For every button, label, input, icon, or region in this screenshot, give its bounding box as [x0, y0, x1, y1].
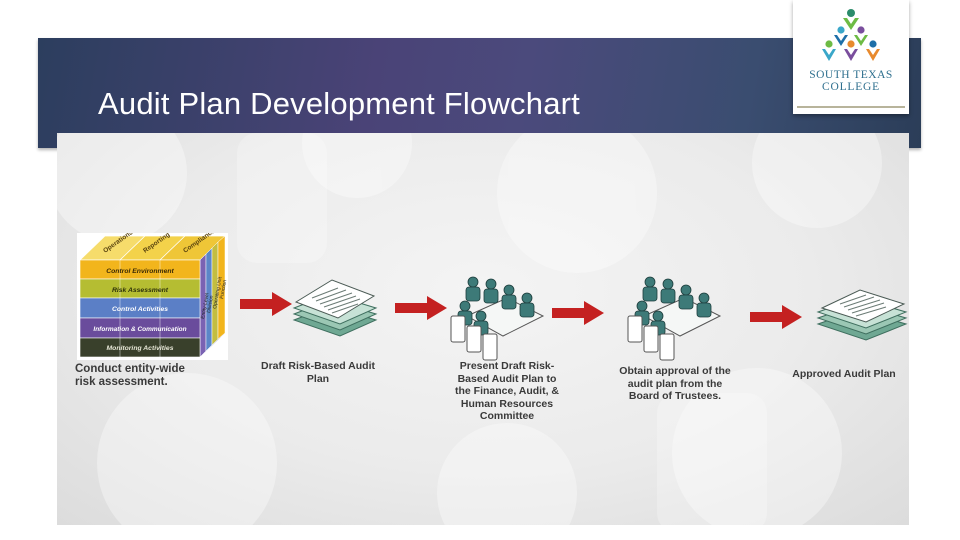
cube-layer-information-communication: Information & Communication — [93, 326, 186, 333]
cube-layer-control-activities: Control Activities — [112, 306, 168, 313]
cube-layer-control-environment: Control Environment — [106, 268, 174, 275]
cube-side-function: Function — [219, 279, 228, 299]
step-3-label: Present Draft Risk- Based Audit Plan to … — [454, 360, 560, 422]
flow-arrow-1 — [240, 292, 292, 316]
coso-cube-icon: Operations Reporting Compliance Entity-L… — [77, 233, 228, 360]
people-logo-icon — [822, 9, 880, 61]
step-5-label: Approved Audit Plan — [792, 368, 896, 380]
flow-arrow-3 — [552, 301, 604, 325]
cube-side-operating-unit: Operating Unit — [212, 276, 224, 309]
step-2-label: Draft Risk-Based Audit Plan — [261, 360, 375, 385]
college-logo: SOUTH TEXAS COLLEGE — [793, 0, 909, 114]
logo-text-line1: SOUTH TEXAS — [809, 69, 893, 81]
step-4-label: Obtain approval of the audit plan from t… — [619, 365, 731, 402]
flow-arrow-4 — [750, 305, 802, 329]
step-1-label: Conduct entity-wide risk assessment. — [75, 363, 185, 388]
cube-layer-risk-assessment: Risk Assessment — [112, 287, 169, 294]
meeting-icon — [627, 276, 722, 361]
cube-side-entity-level: Entity-Level — [200, 293, 210, 320]
document-stack-icon — [292, 279, 378, 337]
logo-text-line2: COLLEGE — [822, 81, 880, 93]
cube-side-division: Division — [206, 295, 215, 313]
logo-figure-top — [843, 9, 859, 30]
panel-background-pattern — [57, 133, 882, 525]
title-band — [38, 38, 921, 148]
flowchart-panel: Operations Reporting Compliance Entity-L… — [57, 133, 909, 525]
cube-layer-monitoring-activities: Monitoring Activities — [107, 345, 174, 352]
approved-document-stack-icon — [816, 289, 908, 341]
slide-title: Audit Plan Development Flowchart — [98, 86, 580, 121]
flow-arrow-2 — [395, 296, 447, 320]
meeting-icon — [450, 276, 545, 361]
